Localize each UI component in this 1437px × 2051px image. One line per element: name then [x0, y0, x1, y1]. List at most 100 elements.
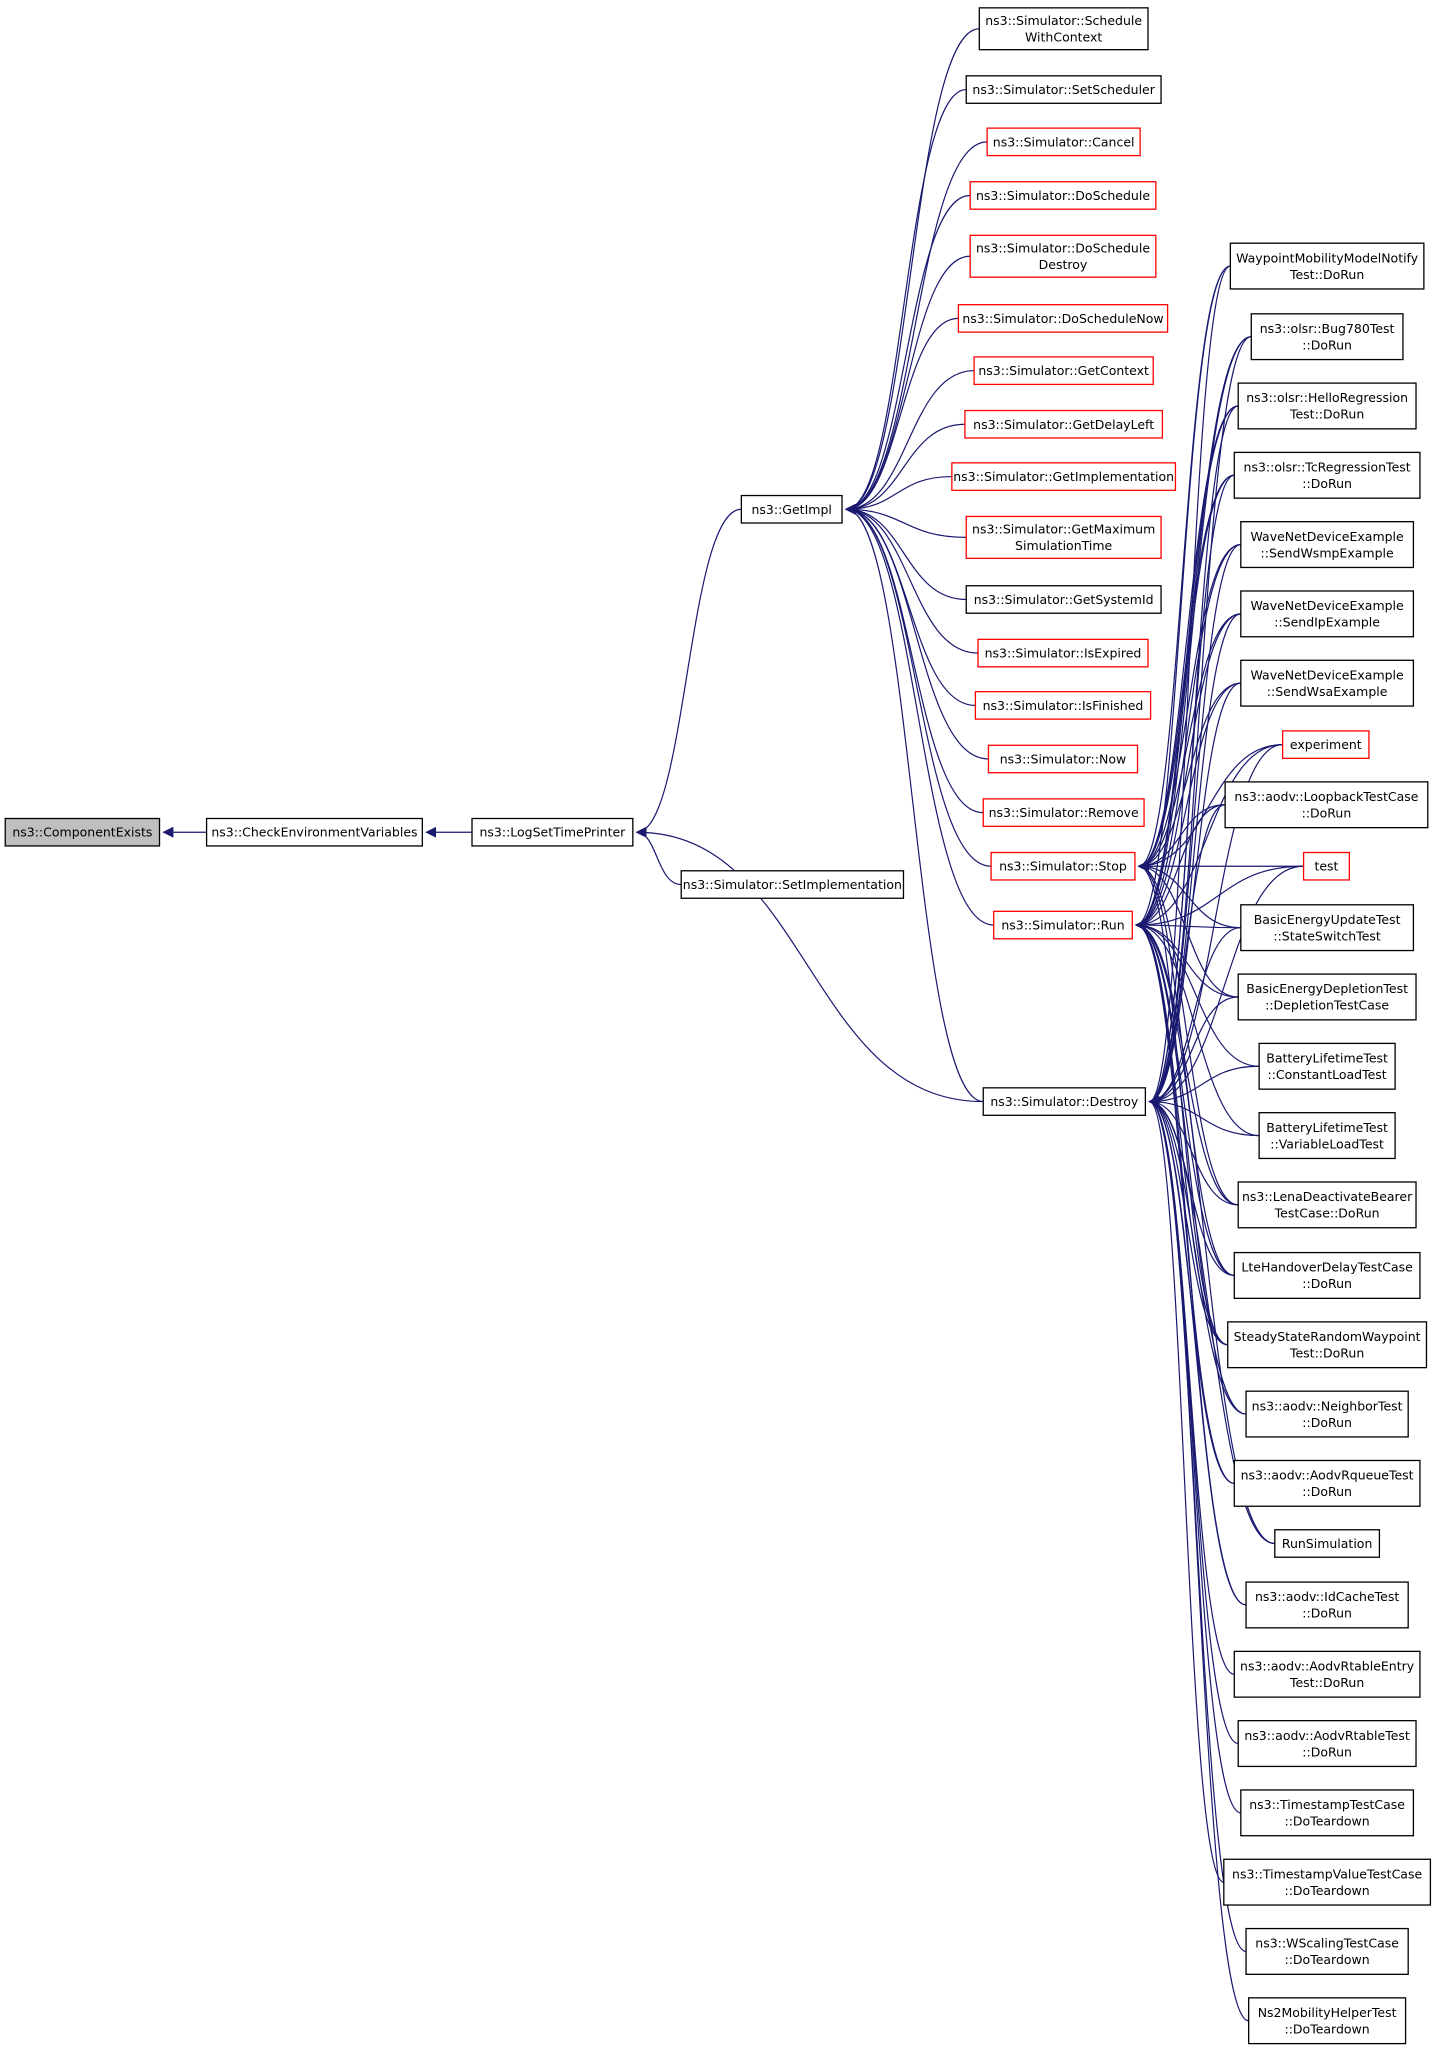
node-doschedule[interactable]: ns3::Simulator::DoSchedule: [969, 181, 1157, 210]
node-timestampvalue[interactable]: ns3::TimestampValueTestCase::DoTeardown: [1223, 1858, 1432, 1906]
node-box-neighbortest: [1245, 1390, 1409, 1438]
node-sendwsmp[interactable]: WaveNetDeviceExample::SendWsmpExample: [1240, 521, 1415, 569]
edge-isexpired-to-getimpl: [844, 503, 979, 654]
node-box-sendwsa: [1240, 659, 1415, 707]
node-cancel[interactable]: ns3::Simulator::Cancel: [986, 127, 1141, 157]
node-label-waypoint-0: WaypointMobilityModelNotify: [1236, 250, 1419, 265]
edge-energyupdate-to-stop: [1137, 860, 1241, 929]
edge-constantload-to-destroy: [1148, 1065, 1260, 1108]
node-destroy[interactable]: ns3::Simulator::Destroy: [982, 1087, 1147, 1116]
node-ns2mobility[interactable]: Ns2MobilityHelperTest::DoTeardown: [1248, 1997, 1407, 2045]
node-getsystemid[interactable]: ns3::Simulator::GetSystemId: [965, 585, 1162, 614]
node-box-cancel: [986, 127, 1141, 157]
node-timestamptc[interactable]: ns3::TimestampTestCase::DoTeardown: [1240, 1789, 1415, 1837]
node-constantload[interactable]: BatteryLifetimeTest::ConstantLoadTest: [1258, 1042, 1396, 1090]
node-label-doscheduledestroy-1: Destroy: [1039, 257, 1088, 272]
node-box-getdelayleft: [964, 409, 1164, 439]
node-loopback[interactable]: ns3::aodv::LoopbackTestCase::DoRun: [1224, 781, 1429, 829]
node-box-loopback: [1224, 781, 1429, 829]
node-label-idcache-0: ns3::aodv::IdCacheTest: [1255, 1589, 1399, 1604]
node-getimplementation[interactable]: ns3::Simulator::GetImplementation: [951, 462, 1177, 491]
node-label-rtableentry-0: ns3::aodv::AodvRtableEntry: [1240, 1659, 1415, 1674]
node-label-logsettimeprinter-0: ns3::LogSetTimePrinter: [479, 825, 626, 840]
node-label-doschedule-0: ns3::Simulator::DoSchedule: [976, 188, 1150, 203]
edge-neighbortest-to-destroy: [1148, 1096, 1247, 1415]
node-label-checkenvironmentvariables-0: ns3::CheckEnvironmentVariables: [211, 825, 417, 840]
node-isfinished[interactable]: ns3::Simulator::IsFinished: [974, 691, 1152, 720]
node-checkenvironmentvariables[interactable]: ns3::CheckEnvironmentVariables: [205, 817, 423, 847]
node-test[interactable]: test: [1302, 851, 1350, 881]
edge-getmaximum-to-getimpl: [844, 503, 967, 538]
node-idcache[interactable]: ns3::aodv::IdCacheTest::DoRun: [1245, 1581, 1409, 1629]
node-wscaling[interactable]: ns3::WScalingTestCase::DoTeardown: [1245, 1927, 1409, 1975]
node-label-sendwsmp-1: ::SendWsmpExample: [1261, 545, 1394, 560]
node-aodvrqueue[interactable]: ns3::aodv::AodvRqueueTest::DoRun: [1233, 1459, 1421, 1507]
node-tcregression[interactable]: ns3::olsr::TcRegressionTest::DoRun: [1233, 451, 1421, 499]
node-label-schedulewithcontext-1: WithContext: [1025, 30, 1102, 45]
edge-runsimulation-to-run: [1135, 919, 1275, 1545]
node-box-bug780: [1250, 313, 1404, 361]
edge-experiment-to-destroy: [1148, 744, 1283, 1108]
node-neighbortest[interactable]: ns3::aodv::NeighborTest::DoRun: [1245, 1390, 1409, 1438]
node-box-runsimulation: [1274, 1529, 1381, 1558]
edge-remove-to-getimpl: [844, 503, 984, 814]
node-variableload[interactable]: BatteryLifetimeTest::VariableLoadTest: [1258, 1112, 1396, 1160]
node-label-rtabletest-1: ::DoRun: [1302, 1744, 1352, 1759]
node-getdelayleft[interactable]: ns3::Simulator::GetDelayLeft: [964, 409, 1164, 439]
node-rtabletest[interactable]: ns3::aodv::AodvRtableTest::DoRun: [1237, 1720, 1417, 1768]
edge-stop-to-getimpl: [844, 503, 992, 867]
node-label-wscaling-0: ns3::WScalingTestCase: [1255, 1936, 1399, 1951]
node-experiment[interactable]: experiment: [1282, 730, 1370, 760]
node-label-aodvrqueue-1: ::DoRun: [1302, 1484, 1352, 1499]
node-getcontext[interactable]: ns3::Simulator::GetContext: [973, 356, 1154, 386]
node-energyupdate[interactable]: BasicEnergyUpdateTest::StateSwitchTest: [1240, 904, 1415, 952]
node-bug780[interactable]: ns3::olsr::Bug780Test::DoRun: [1250, 313, 1404, 361]
node-box-constantload: [1258, 1042, 1396, 1090]
edge-setscheduler-to-getimpl: [844, 88, 967, 515]
node-setscheduler[interactable]: ns3::Simulator::SetScheduler: [965, 75, 1162, 104]
node-box-schedulewithcontext: [978, 7, 1149, 51]
node-box-rtableentry: [1233, 1650, 1421, 1698]
node-doschedulenow[interactable]: ns3::Simulator::DoScheduleNow: [957, 303, 1169, 333]
node-label-lenadeactivate-1: TestCase::DoRun: [1274, 1206, 1380, 1221]
node-sendwsa[interactable]: WaveNetDeviceExample::SendWsaExample: [1240, 659, 1415, 707]
node-getimpl[interactable]: ns3::GetImpl: [740, 494, 843, 524]
node-energydepletion[interactable]: BasicEnergyDepletionTest::DepletionTestC…: [1237, 973, 1417, 1021]
node-label-ns2mobility-0: Ns2MobilityHelperTest: [1258, 2005, 1397, 2020]
edge-getdelayleft-to-getimpl: [844, 423, 965, 515]
node-logsettimeprinter[interactable]: ns3::LogSetTimePrinter: [471, 817, 634, 847]
node-componentexists[interactable]: ns3::ComponentExists: [4, 817, 161, 847]
node-stop[interactable]: ns3::Simulator::Stop: [990, 851, 1136, 881]
node-label-steadystate-0: SteadyStateRandomWaypoint: [1234, 1329, 1421, 1344]
node-box-run: [993, 910, 1133, 940]
node-label-variableload-1: ::VariableLoadTest: [1270, 1136, 1384, 1151]
edge-variableload-to-destroy: [1148, 1096, 1260, 1137]
node-box-experiment: [1282, 730, 1370, 760]
node-box-getsystemid: [965, 585, 1162, 614]
node-ltehandover[interactable]: LteHandoverDelayTestCase::DoRun: [1233, 1251, 1421, 1299]
node-box-idcache: [1245, 1581, 1409, 1629]
node-remove[interactable]: ns3::Simulator::Remove: [982, 798, 1145, 827]
node-box-lenadeactivate: [1237, 1181, 1417, 1229]
node-box-doschedulenow: [957, 303, 1169, 333]
node-setimplementation[interactable]: ns3::Simulator::SetImplementation: [680, 870, 905, 899]
node-now[interactable]: ns3::Simulator::Now: [987, 744, 1139, 774]
node-runsimulation[interactable]: RunSimulation: [1274, 1529, 1381, 1558]
node-run[interactable]: ns3::Simulator::Run: [993, 910, 1133, 940]
node-isexpired[interactable]: ns3::Simulator::IsExpired: [977, 638, 1149, 668]
node-box-ltehandover: [1233, 1251, 1421, 1299]
node-label-energyupdate-1: ::StateSwitchTest: [1273, 928, 1381, 943]
node-label-ltehandover-0: LteHandoverDelayTestCase: [1241, 1260, 1413, 1275]
node-sendip[interactable]: WaveNetDeviceExample::SendIpExample: [1240, 590, 1415, 638]
edge-aodvrqueue-to-run: [1135, 919, 1235, 1484]
node-box-now: [987, 744, 1139, 774]
node-label-waypoint-1: Test::DoRun: [1289, 267, 1364, 282]
